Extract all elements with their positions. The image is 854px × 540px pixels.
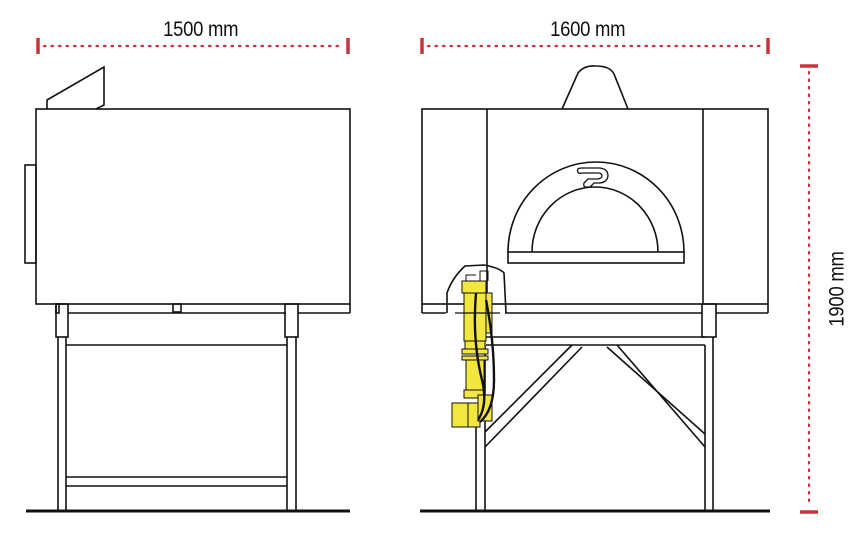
dimension-side-width xyxy=(36,38,350,54)
front-view xyxy=(420,65,770,513)
oven-door-opening xyxy=(531,186,659,253)
side-flue-hood xyxy=(46,65,105,110)
logo-icon xyxy=(576,167,609,188)
front-chimney xyxy=(561,65,629,110)
side-door-handle xyxy=(24,164,37,264)
burner-cover xyxy=(446,264,507,314)
oven-dome-outer xyxy=(507,161,685,253)
front-oven-body xyxy=(421,108,769,305)
dimension-front-width xyxy=(420,38,770,54)
side-oven-body xyxy=(35,108,351,305)
side-view xyxy=(24,65,351,513)
dimension-label-side-width: 1500 mm xyxy=(163,18,239,41)
gas-burner-assembly xyxy=(451,270,500,428)
dimension-height xyxy=(800,64,818,514)
dimension-label-front-width: 1600 mm xyxy=(550,18,626,41)
oven-door-sill xyxy=(507,251,685,264)
dimension-label-height: 1900 mm xyxy=(825,251,849,327)
